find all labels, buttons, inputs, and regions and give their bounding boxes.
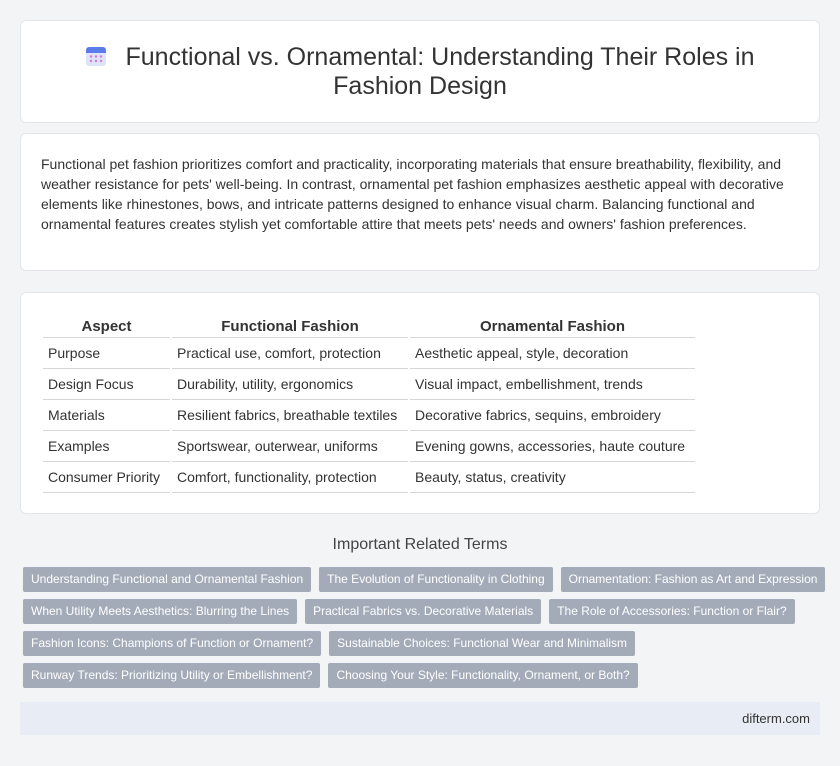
- table-cell: Beauty, status, creativity: [408, 461, 695, 493]
- table-cell: Consumer Priority: [43, 461, 171, 493]
- footer-site-link[interactable]: difterm.com: [742, 711, 810, 726]
- summary-card: Functional pet fashion prioritizes comfo…: [20, 133, 820, 271]
- calendar-icon: [85, 45, 107, 67]
- related-terms-list: Understanding Functional and Ornamental …: [23, 567, 826, 695]
- column-header-aspect: Aspect: [43, 315, 171, 338]
- table-cell: Materials: [43, 399, 171, 431]
- table-cell: Design Focus: [43, 368, 171, 400]
- column-header-functional: Functional Fashion: [170, 315, 409, 338]
- related-term-link[interactable]: When Utility Meets Aesthetics: Blurring …: [23, 599, 298, 624]
- comparison-card: Aspect Functional Fashion Ornamental Fas…: [20, 292, 820, 514]
- related-term-link[interactable]: The Evolution of Functionality in Clothi…: [319, 567, 553, 592]
- related-term-link[interactable]: Fashion Icons: Champions of Function or …: [23, 631, 322, 656]
- table-row: Examples Sportswear, outerwear, uniforms…: [43, 430, 695, 462]
- column-header-ornamental: Ornamental Fashion: [408, 315, 695, 338]
- related-term-link[interactable]: Sustainable Choices: Functional Wear and…: [329, 631, 636, 656]
- tag-row: Fashion Icons: Champions of Function or …: [23, 631, 823, 656]
- table-row: Design Focus Durability, utility, ergono…: [43, 368, 695, 400]
- table-row: Consumer Priority Comfort, functionality…: [43, 461, 695, 493]
- table-cell: Purpose: [43, 337, 171, 369]
- table-cell: Sportswear, outerwear, uniforms: [170, 430, 409, 462]
- tag-row: Understanding Functional and Ornamental …: [23, 567, 826, 592]
- page-title: Functional vs. Ornamental: Understanding…: [21, 43, 819, 101]
- table-cell: Practical use, comfort, protection: [170, 337, 409, 369]
- footer: difterm.com: [20, 702, 820, 735]
- related-term-link[interactable]: Ornamentation: Fashion as Art and Expres…: [560, 567, 826, 592]
- table-cell: Examples: [43, 430, 171, 462]
- table-header-row: Aspect Functional Fashion Ornamental Fas…: [43, 315, 695, 338]
- table-cell: Visual impact, embellishment, trends: [408, 368, 695, 400]
- related-term-link[interactable]: Runway Trends: Prioritizing Utility or E…: [23, 663, 321, 688]
- comparison-table: Aspect Functional Fashion Ornamental Fas…: [43, 315, 695, 493]
- page-title-text: Functional vs. Ornamental: Understanding…: [125, 43, 755, 100]
- table-row: Materials Resilient fabrics, breathable …: [43, 399, 695, 431]
- table-row: Purpose Practical use, comfort, protecti…: [43, 337, 695, 369]
- related-term-link[interactable]: Practical Fabrics vs. Decorative Materia…: [305, 599, 542, 624]
- related-term-link[interactable]: Understanding Functional and Ornamental …: [23, 567, 312, 592]
- summary-paragraph: Functional pet fashion prioritizes comfo…: [41, 156, 784, 232]
- tag-row: When Utility Meets Aesthetics: Blurring …: [23, 599, 823, 624]
- table-cell: Aesthetic appeal, style, decoration: [408, 337, 695, 369]
- table-cell: Evening gowns, accessories, haute coutur…: [408, 430, 695, 462]
- related-term-link[interactable]: The Role of Accessories: Function or Fla…: [549, 599, 795, 624]
- table-cell: Resilient fabrics, breathable textiles: [170, 399, 409, 431]
- table-cell: Comfort, functionality, protection: [170, 461, 409, 493]
- table-cell: Durability, utility, ergonomics: [170, 368, 409, 400]
- tag-row: Runway Trends: Prioritizing Utility or E…: [23, 663, 823, 688]
- title-card: Functional vs. Ornamental: Understanding…: [20, 20, 820, 123]
- table-cell: Decorative fabrics, sequins, embroidery: [408, 399, 695, 431]
- related-term-link[interactable]: Choosing Your Style: Functionality, Orna…: [328, 663, 638, 688]
- related-terms-heading: Important Related Terms: [332, 536, 508, 553]
